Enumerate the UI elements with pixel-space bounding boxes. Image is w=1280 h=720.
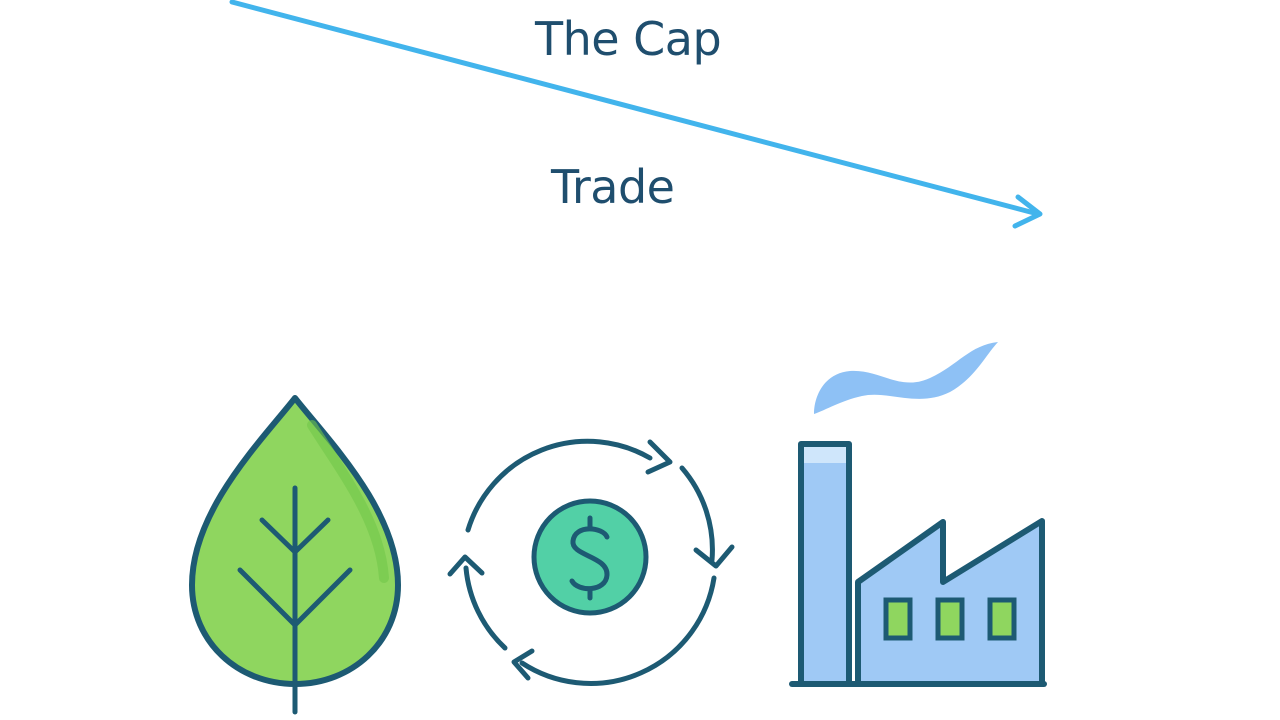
smoke-icon — [814, 342, 998, 414]
factory-icon — [789, 441, 1047, 687]
trade-label: Trade — [551, 160, 675, 214]
cap-label: The Cap — [535, 12, 722, 66]
money-exchange-cycle-icon — [447, 438, 735, 686]
dollar-coin-icon — [531, 498, 649, 616]
declining-cap-arrow-icon — [229, 0, 1043, 229]
leaf-icon — [189, 395, 401, 715]
